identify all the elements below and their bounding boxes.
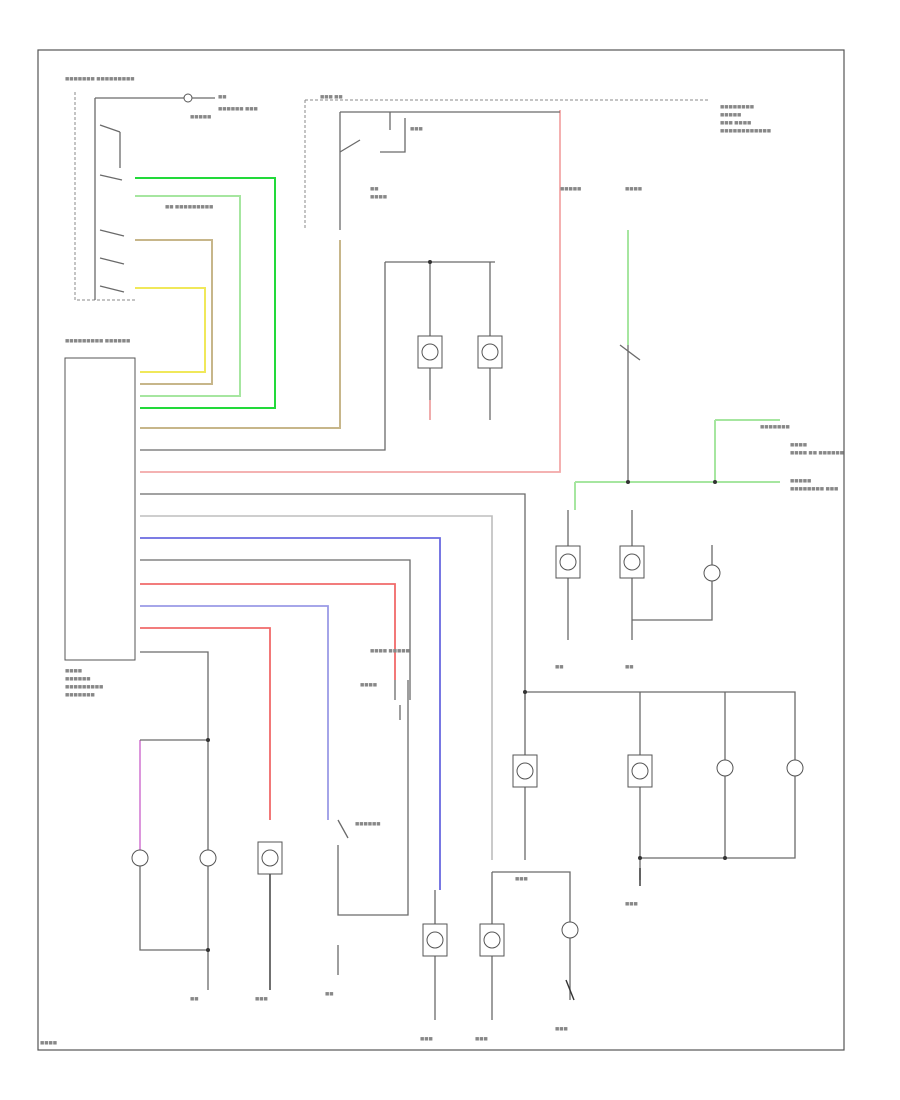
- license-lamp-pair: ■■■ ■■■ ■■■: [420, 871, 579, 1042]
- diagram-frame: [37, 49, 845, 1051]
- lower-left-lamps: ■■ ■■■ ■■ ■■■■■■: [131, 680, 409, 1002]
- wire-bcm-blue: [140, 537, 441, 890]
- wire-green: [135, 177, 276, 409]
- svg-text:■■■: ■■■: [515, 877, 528, 882]
- svg-text:■■: ■■: [325, 992, 334, 997]
- wire-bcm-red: [140, 583, 396, 680]
- side-marker-lamps: ■■ ■■: [555, 510, 721, 670]
- wire-bcm-gray-5: [140, 651, 209, 820]
- wire-bcm-gray-1: [140, 262, 386, 451]
- svg-text:■■■■■: ■■■■■: [560, 187, 581, 192]
- fuse-block: ■■■ ■■ ■■■■■■■■ ■■■■■ ■■■ ■■■■ ■■■■■■■■■…: [304, 95, 771, 230]
- svg-text:■■■■■■■■■: ■■■■■■■■■: [65, 685, 103, 690]
- wire-bcm-gray-4: [140, 559, 411, 680]
- svg-text:■■■■ ■■■■■: ■■■■ ■■■■■: [370, 649, 410, 654]
- svg-text:■■■: ■■■: [255, 997, 268, 1002]
- svg-text:■■■ ■■■■: ■■■ ■■■■: [720, 121, 751, 126]
- svg-text:■■■ ■■: ■■■ ■■: [320, 95, 343, 100]
- wire-yellow: [135, 287, 206, 373]
- svg-text:■■■■: ■■■■: [65, 669, 82, 674]
- svg-text:■■■■■■ ■■■: ■■■■■■ ■■■: [218, 107, 258, 112]
- wire-bcm-pink: [140, 110, 561, 473]
- svg-text:■■: ■■: [218, 95, 227, 100]
- svg-text:■■■■■■■■■■■■: ■■■■■■■■■■■■: [720, 129, 771, 134]
- svg-text:■■■■■: ■■■■■: [190, 115, 211, 120]
- svg-text:■■■■■■■ ■■■■■■■■■: ■■■■■■■ ■■■■■■■■■: [65, 77, 134, 82]
- wire-bcm-gray-3: [140, 515, 493, 860]
- svg-text:■■■: ■■■: [410, 127, 423, 132]
- wire-bcm-gray-2: [140, 493, 526, 700]
- svg-text:■■■■: ■■■■: [790, 443, 807, 448]
- svg-text:■■■■■■■: ■■■■■■■: [65, 693, 95, 698]
- svg-text:■■■■■: ■■■■■: [720, 113, 741, 118]
- wire-light-green: [135, 195, 241, 397]
- svg-text:■■■: ■■■: [420, 1037, 433, 1042]
- svg-text:■■■■■■■■■ ■■■■■■: ■■■■■■■■■ ■■■■■■: [65, 339, 130, 344]
- wire-bcm-light-blue: [140, 605, 329, 820]
- front-lamp-pair: [385, 260, 503, 420]
- svg-text:■■ ■■■■■■■■■: ■■ ■■■■■■■■■: [165, 205, 213, 210]
- wire-bcm-red-2: [140, 627, 271, 820]
- svg-text:■■■■: ■■■■: [370, 195, 387, 200]
- svg-text:■■■■■: ■■■■■: [790, 479, 811, 484]
- tail-lamp-bus: ■■■ ■■■: [512, 690, 804, 907]
- svg-text:■■■: ■■■: [475, 1037, 488, 1042]
- svg-text:■■: ■■: [190, 997, 199, 1002]
- turn-relay: ■■■■ ■■■■■ ■■■■: [360, 649, 411, 720]
- svg-text:■■■: ■■■: [625, 902, 638, 907]
- svg-text:■■: ■■: [370, 187, 379, 192]
- svg-text:■■■■ ■■ ■■■■■■: ■■■■ ■■ ■■■■■■: [790, 451, 844, 456]
- svg-text:■■■: ■■■: [555, 1027, 568, 1032]
- svg-text:■■: ■■: [625, 665, 634, 670]
- svg-text:■■■■■■■: ■■■■■■■: [760, 425, 790, 430]
- relay-chain: ■■■■■■■ ■■■■ ■■■■ ■■ ■■■■■■ ■■■■■ ■■■■■■…: [574, 230, 844, 510]
- svg-text:■■■■: ■■■■: [625, 187, 642, 192]
- svg-text:■■■■: ■■■■: [360, 683, 377, 688]
- svg-text:■■■■■■: ■■■■■■: [355, 822, 381, 827]
- svg-text:■■: ■■: [555, 665, 564, 670]
- svg-text:■■■■■■■■: ■■■■■■■■: [720, 105, 754, 110]
- wire-tan: [135, 239, 213, 385]
- svg-text:■■■■■■■■ ■■■: ■■■■■■■■ ■■■: [790, 487, 838, 492]
- svg-text:■■■■: ■■■■: [40, 1041, 57, 1046]
- headlight-switch: ■■■■■■■ ■■■■■■■■■ ■■ ■■■■■■ ■■■ ■■■■■ ■■…: [65, 77, 258, 301]
- wire-bcm-tan: [140, 240, 341, 429]
- svg-text:■■■■■■: ■■■■■■: [65, 677, 91, 682]
- body-control-module: ■■■■■■■■■ ■■■■■■ ■■■■ ■■■■■■ ■■■■■■■■■ ■…: [64, 339, 136, 698]
